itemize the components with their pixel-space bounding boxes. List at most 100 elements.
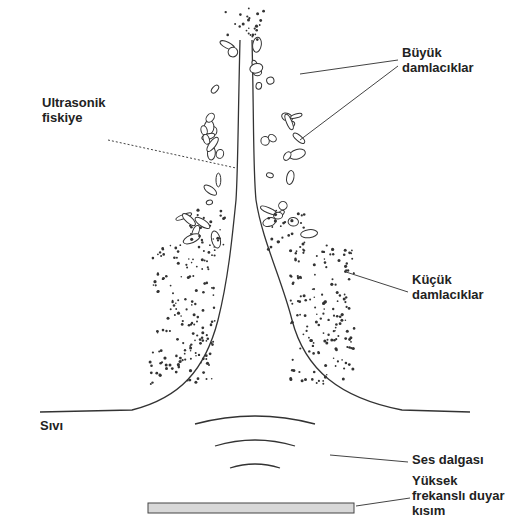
small-droplet [184,353,186,355]
small-droplet [313,342,315,344]
small-droplet [188,258,190,260]
small-droplet [213,246,215,248]
small-droplet [297,300,299,302]
small-droplet [290,219,293,222]
small-droplet [267,217,270,220]
small-droplet [344,249,347,252]
small-droplet [190,358,192,360]
large-droplet [277,200,289,212]
small-droplet [219,229,221,231]
small-droplet [324,258,326,260]
small-droplet [348,278,351,281]
small-droplet [209,220,212,223]
small-droplet [298,371,300,373]
small-droplet [256,12,259,15]
part-label: Büyük damlacıklar [402,45,502,75]
small-droplet [199,226,202,229]
small-droplet [205,358,207,360]
small-droplet [335,327,337,329]
small-droplet [304,378,307,381]
small-droplet [314,307,316,309]
small-droplet [201,239,203,241]
small-droplet [335,347,338,350]
small-droplet [333,315,335,317]
small-droplet [200,362,202,364]
small-droplet [292,359,294,361]
small-droplet [193,323,195,325]
small-droplet [172,300,174,302]
small-droplet [350,341,352,343]
small-droplet [197,316,200,319]
small-droplet [323,301,326,304]
small-droplet [155,372,158,375]
small-droplet [182,320,184,322]
small-droplet [295,258,297,260]
small-droplet [312,288,314,290]
small-droplet [205,354,208,357]
small-droplet [150,365,153,368]
small-droplet [220,210,223,213]
small-droplet [207,337,210,340]
small-droplet [171,367,174,370]
small-droplet [152,257,155,260]
large-droplet [282,150,292,161]
small-droplet [173,257,176,260]
small-droplet [254,28,256,30]
small-droplet [163,357,166,360]
small-droplet [196,334,198,336]
small-droplet [340,319,343,322]
small-droplet [309,299,311,301]
small-droplet [301,214,303,216]
small-droplet [349,336,352,339]
small-droplet [333,358,335,360]
small-droplet [296,314,298,316]
small-droplet [176,257,178,259]
small-droplet [294,257,296,259]
small-droplet [195,289,198,292]
small-droplet [255,25,258,28]
large-droplet [266,172,274,178]
small-droplet [329,253,331,255]
small-droplet [327,339,329,341]
small-droplet [344,265,347,268]
small-droplet [210,324,212,326]
small-droplet [351,368,354,371]
small-droplet [174,314,176,316]
small-droplet [255,29,258,32]
small-droplet [325,341,328,344]
small-droplet [339,294,341,296]
small-droplet [192,275,194,277]
small-droplet [290,323,292,325]
small-droplet [175,371,178,374]
small-droplet [313,371,316,374]
small-droplet [295,252,297,254]
small-droplet [173,304,176,307]
small-droplet [304,242,306,244]
small-droplet [291,321,294,324]
small-droplet [289,378,292,381]
small-droplet [207,268,209,270]
small-droplet [162,278,164,280]
small-droplet [160,255,162,257]
small-droplet [330,339,333,342]
small-droplet [316,255,318,257]
small-droplet [159,251,161,253]
small-droplet [202,339,205,342]
small-droplet [206,340,208,342]
small-droplet [203,282,206,285]
small-droplet [202,291,205,294]
small-droplet [195,355,197,357]
small-droplet [204,260,206,262]
small-droplet [344,294,346,296]
small-droplet [297,212,300,215]
small-droplet [322,313,324,315]
small-droplet [206,378,208,380]
large-droplet [182,232,202,246]
small-droplet [297,277,300,280]
small-droplet [239,13,242,16]
small-droplet [177,262,180,265]
small-droplet [211,343,214,346]
small-droplet [225,11,227,13]
